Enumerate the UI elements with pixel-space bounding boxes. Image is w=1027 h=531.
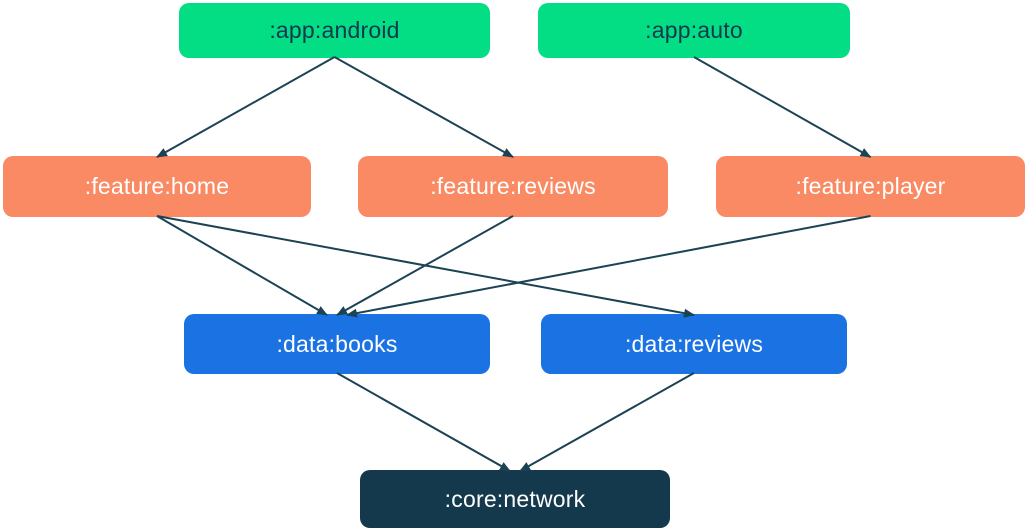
node-core-network: :core:network xyxy=(360,470,670,528)
edge-feature-home-to-data-reviews xyxy=(156,215,695,318)
edge-feature-player-to-data-books xyxy=(346,215,871,318)
edge-feature-home-to-data-books xyxy=(156,215,328,316)
edge-data-books-to-core-network xyxy=(336,372,511,472)
edge-app-auto-to-feature-player xyxy=(693,56,872,158)
edge-app-android-to-feature-reviews xyxy=(334,56,514,158)
node-app-auto: :app:auto xyxy=(538,3,850,58)
node-feature-player: :feature:player xyxy=(716,156,1025,217)
node-data-reviews: :data:reviews xyxy=(541,314,847,374)
node-feature-reviews: :feature:reviews xyxy=(358,156,668,217)
edge-data-reviews-to-core-network xyxy=(519,372,695,472)
node-feature-home: :feature:home xyxy=(3,156,311,217)
node-data-books: :data:books xyxy=(184,314,490,374)
node-app-android: :app:android xyxy=(179,3,490,58)
edge-app-android-to-feature-home xyxy=(156,56,335,158)
edge-feature-reviews-to-data-books xyxy=(336,215,514,316)
